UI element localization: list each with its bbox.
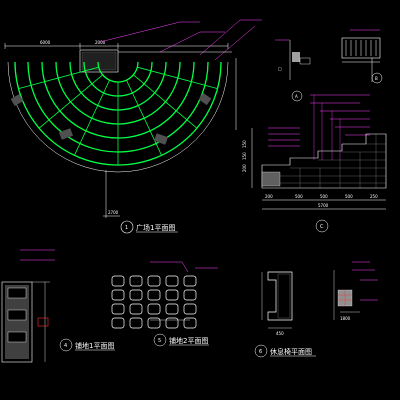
planter1-marker (59, 338, 73, 352)
detail-a-marker (291, 90, 303, 102)
radial-aisle (133, 74, 198, 129)
dim-top-mid: 2000 (95, 40, 106, 45)
detail-b-drawing: B (341, 29, 383, 84)
section-marker (315, 219, 329, 233)
planter-cell (183, 289, 197, 301)
planter-cell (129, 303, 143, 315)
seating-arc (97, 61, 139, 83)
radial-aisle (137, 66, 218, 90)
planter-cell (165, 303, 179, 315)
detail-b-marker (371, 72, 383, 84)
seat-plan-drawing: 450 1800 6 休息椅平面图 (254, 261, 378, 358)
planter2-marker-label: 5 (158, 338, 161, 344)
detail-b-label: B (375, 76, 378, 81)
radial-aisle (38, 74, 103, 129)
dim-seg4: 500 (345, 194, 353, 199)
radial-aisle (18, 66, 99, 90)
section-drawing: 200 150 150 200 500 500 500 250 5700 C (242, 94, 387, 233)
section-steps (261, 133, 387, 189)
seat-plan-title: 休息椅平面图 (270, 347, 312, 356)
planter-cell (147, 303, 161, 315)
plaza-plan-drawing: 6000 2000 2700 1 广场1平面图 (4, 19, 262, 234)
seat-outline (267, 271, 293, 321)
dim-height1: 200 (242, 164, 247, 172)
planter2-plan-drawing: 5 铺地2平面图 (111, 261, 218, 347)
plaza-marker-label: 1 (125, 225, 128, 231)
planter-cell (129, 275, 143, 287)
planter2-marker (153, 333, 167, 347)
dim-height2: 150 (242, 152, 247, 160)
dim-seat-depth: 450 (276, 331, 284, 336)
dim-top-left: 6000 (40, 40, 51, 45)
planter-cell (147, 317, 161, 329)
planter-cell (129, 317, 143, 329)
detail-a-label: A (295, 94, 298, 99)
planter-cell (129, 289, 143, 301)
stage-platform (79, 49, 119, 73)
planter-cell (111, 317, 125, 329)
planter-cell (183, 303, 197, 315)
plaza-plan-title: 广场1平面图 (136, 223, 175, 232)
seat-marker-label: 6 (259, 349, 262, 355)
planter1-plan-title: 铺地1平面图 (75, 341, 114, 350)
planter-cell (183, 317, 197, 329)
planter-cell (111, 275, 125, 287)
detail-a-drawing: □ A (275, 39, 311, 102)
planter-cell (165, 289, 179, 301)
dim-seg1: 200 (265, 194, 273, 199)
dim-seg3: 500 (320, 194, 328, 199)
planter1-marker-label: 4 (64, 343, 67, 349)
planter-cell (111, 303, 125, 315)
planter-cell (165, 317, 179, 329)
planter2-plan-title: 铺地2平面图 (169, 336, 208, 345)
dim-seat-width: 1800 (340, 316, 351, 321)
radial-aisle (126, 79, 162, 156)
dim-height3: 150 (242, 140, 247, 148)
radial-aisles (18, 66, 218, 165)
plaza-marker (120, 220, 134, 234)
radial-aisle (74, 79, 110, 156)
dim-plaza: 2700 (108, 210, 119, 215)
planter-cell (165, 275, 179, 287)
planter-grid (111, 275, 197, 329)
planter-cell (111, 289, 125, 301)
dim-total: 5700 (318, 203, 329, 208)
svg-text:□: □ (278, 66, 282, 71)
dim-seg5: 250 (370, 194, 378, 199)
planter-cell (147, 275, 161, 287)
planter1-plan-drawing: 4 铺地1平面图 (1, 249, 115, 363)
planter-cell (147, 289, 161, 301)
section-marker-label: C (320, 224, 324, 230)
seat-marker (254, 344, 268, 358)
dim-seg2: 500 (295, 194, 303, 199)
planter-cell (183, 275, 197, 287)
